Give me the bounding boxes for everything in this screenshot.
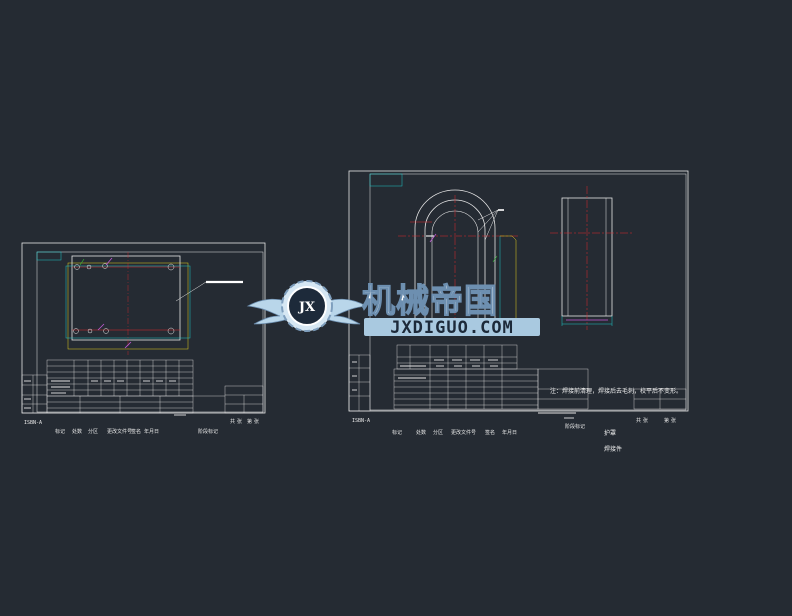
right-title-label-3: 张 <box>671 417 676 424</box>
left-footer-label-1: 处数 <box>72 428 82 435</box>
drawing-sheet-right[interactable]: 注：焊接前清理，焊接后去毛刺，校平后不变形。 护罩 焊接件 ISBN-A 标记 … <box>348 170 689 453</box>
left-footer-label-6: 阶段标记 <box>198 428 218 435</box>
left-footer-label-0: 标记 <box>55 428 65 435</box>
sheet-left-inner-frame <box>36 251 264 413</box>
right-parts-list-table <box>348 344 687 412</box>
watermark-logo-mark: JX <box>298 300 316 315</box>
sheet-right-inner-frame <box>369 173 687 411</box>
right-title-label-2: 第 <box>664 417 669 424</box>
watermark: JX 机械帝国 JXDIGUO.COM <box>246 280 540 338</box>
left-title-label-0: 共 <box>230 418 235 425</box>
left-table-text-marks <box>24 380 186 416</box>
right-footer-label-4: 签名 <box>485 429 495 436</box>
right-footer-label-3: 更改文件号 <box>451 429 476 436</box>
right-part-type: 焊接件 <box>604 445 622 453</box>
left-title-label-3: 张 <box>254 418 259 425</box>
watermark-cn-text: 机械帝国 <box>362 281 498 320</box>
left-footer-labels: ISBN-A 标记 处数 分区 更改文件号 签名 年月日 阶段标记 共 张 第 … <box>24 418 259 435</box>
sheet-right-corner-box <box>369 173 403 187</box>
left-title-label-2: 第 <box>247 418 252 425</box>
right-footer-label-5: 年月日 <box>502 429 517 436</box>
winged-gear-logo-icon: JX <box>246 280 368 332</box>
right-footer-label-1: 处数 <box>416 429 426 436</box>
right-label-code: ISBN-A <box>352 418 370 424</box>
left-parts-list-table <box>21 359 264 414</box>
right-side-view <box>550 186 632 330</box>
sheet-left-corner-box <box>36 251 62 261</box>
drawing-sheet-left[interactable]: ISBN-A 标记 处数 分区 更改文件号 签名 年月日 阶段标记 共 张 第 … <box>21 242 266 435</box>
right-table-text-marks <box>352 359 576 419</box>
right-footer-label-2: 分区 <box>433 429 443 436</box>
right-title-label-0: 共 <box>636 417 641 424</box>
left-footer-label-5: 年月日 <box>144 428 159 435</box>
left-plate-view <box>65 252 243 355</box>
left-title-label-1: 张 <box>237 418 242 425</box>
right-annotations: 注：焊接前清理，焊接后去毛刺，校平后不变形。 护罩 焊接件 ISBN-A 标记 … <box>352 387 682 453</box>
right-footer-label-6: 阶段标记 <box>565 423 585 430</box>
left-footer-label-2: 分区 <box>88 428 98 435</box>
right-footer-label-0: 标记 <box>392 429 402 436</box>
sheet-right-border <box>348 170 689 412</box>
left-footer-label-4: 签名 <box>131 428 141 435</box>
right-technical-note: 注：焊接前清理，焊接后去毛刺，校平后不变形。 <box>550 387 682 395</box>
right-part-name: 护罩 <box>604 429 616 437</box>
left-footer-label-3: 更改文件号 <box>107 428 132 435</box>
watermark-en-bar <box>364 318 540 336</box>
watermark-en-text: JXDIGUO.COM <box>390 318 514 338</box>
right-title-label-1: 张 <box>643 417 648 424</box>
left-label-code: ISBN-A <box>24 420 42 426</box>
